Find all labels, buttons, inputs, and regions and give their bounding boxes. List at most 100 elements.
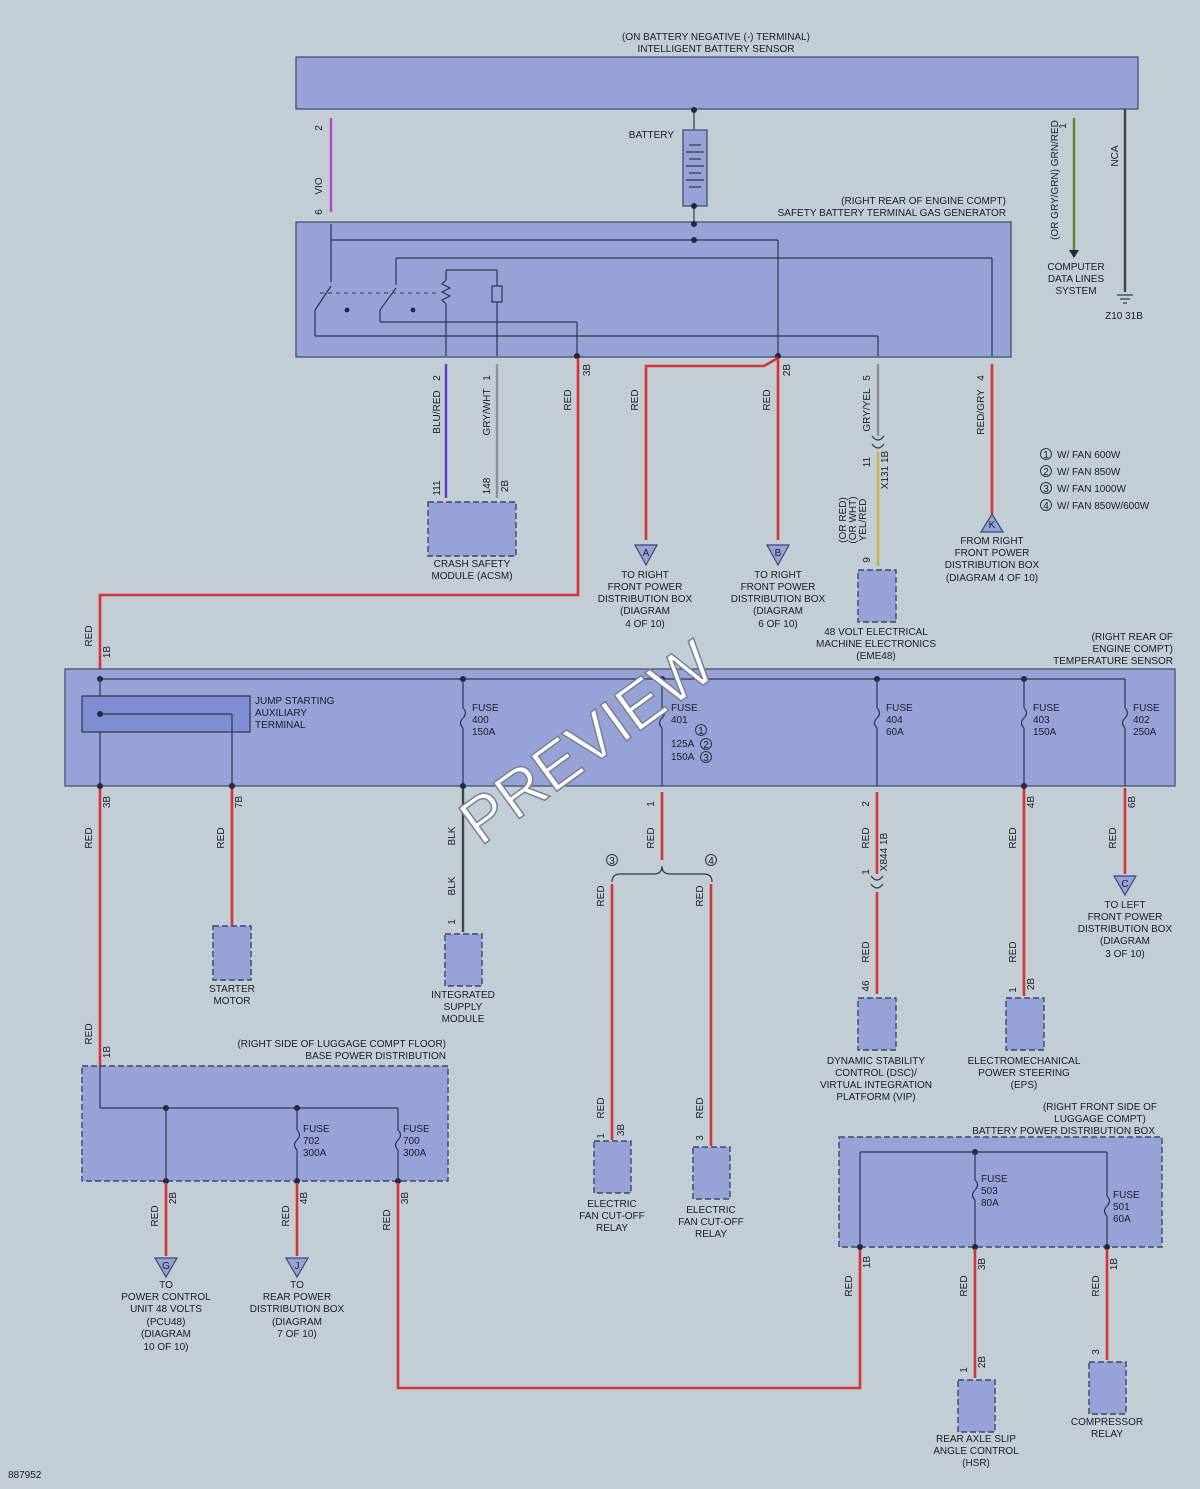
legend: 1 W/ FAN 600W 2 W/ FAN 850W 3 W/ FAN 100… bbox=[1040, 448, 1150, 512]
fuse-402-amp: 250A bbox=[1133, 727, 1157, 738]
wire-label-red-base2: RED bbox=[84, 1023, 95, 1044]
wire-label-yelred-or2: (OR RED) bbox=[838, 497, 849, 543]
conn-j-letter: J bbox=[295, 1261, 300, 1272]
ism-circuit: BLK BLK 1 INTEGRATED SUPPLY MODULE bbox=[431, 783, 495, 1025]
wire-red-conn-b: 2B RED B TO RIGHT FRONT POWER DISTRIBUTI… bbox=[731, 358, 826, 630]
conn-b-letter: B bbox=[775, 548, 782, 559]
conn-j-l4: (DIAGRAM bbox=[272, 1317, 322, 1328]
wire-vio: 2 VIO 6 bbox=[314, 118, 333, 215]
pin-fan-main: 1 bbox=[646, 801, 657, 807]
dsc-l2: CONTROL (DSC)/ bbox=[835, 1068, 917, 1079]
legend-4-text: W/ FAN 850W/600W bbox=[1057, 501, 1150, 512]
wire-red-main-feed: 3B RED RED 1B bbox=[84, 358, 593, 672]
starter-motor-circuit: 7B RED STARTER MOTOR bbox=[209, 783, 255, 1007]
pin-comp: 3 bbox=[1091, 1349, 1102, 1355]
acsm-l2: MODULE (ACSM) bbox=[431, 571, 512, 582]
bat-dist-l3: BATTERY POWER DISTRIBUTION BOX bbox=[972, 1126, 1155, 1137]
diagram-id: 887952 bbox=[8, 1470, 42, 1481]
fuse-400-amp: 150A bbox=[472, 727, 496, 738]
ism-l1: INTEGRATED bbox=[431, 990, 495, 1001]
connector-x844: X844 1B bbox=[879, 832, 890, 871]
wire-label-yelred: YEL/RED bbox=[858, 499, 869, 542]
fan-relay-2-l2: FAN CUT-OFF bbox=[678, 1217, 744, 1228]
conn-k-l1: FROM RIGHT bbox=[960, 536, 1023, 547]
fuse-700-num: 700 bbox=[403, 1136, 420, 1147]
conn-k-l3: DISTRIBUTION BOX bbox=[945, 560, 1040, 571]
fan-relay-1-l3: RELAY bbox=[596, 1223, 628, 1234]
pin-x844: 1 bbox=[861, 869, 872, 875]
fan-relay-1-l2: FAN CUT-OFF bbox=[579, 1211, 645, 1222]
wire-label-red-bd1: RED bbox=[382, 1209, 393, 1230]
pin-main-3b: 3B bbox=[102, 796, 113, 809]
fuse-503-word: FUSE bbox=[981, 1174, 1008, 1185]
wire-label-red-1: RED bbox=[563, 389, 574, 410]
hsr-l2: ANGLE CONTROL bbox=[933, 1446, 1019, 1457]
conn-j-l1: TO bbox=[290, 1280, 304, 1291]
dsc-l4: PLATFORM (VIP) bbox=[836, 1092, 915, 1103]
jump-l2: AUXILIARY bbox=[255, 708, 307, 719]
conn-g-letter: G bbox=[162, 1261, 170, 1272]
connector-x131: X131 1B bbox=[880, 450, 891, 489]
wire-label-red-starter: RED bbox=[216, 827, 227, 848]
fan-relay-circuit: 1 RED 3 4 RED RED RED RED 1 3B 3 ELECTRI… bbox=[579, 792, 744, 1240]
wire-label-red-fan1: RED bbox=[596, 885, 607, 906]
pin-red-b: 2B bbox=[782, 364, 793, 377]
legend-2-text: W/ FAN 850W bbox=[1057, 467, 1121, 478]
eme-l3: (EME48) bbox=[856, 651, 895, 662]
pin-eps-top: 4B bbox=[1026, 796, 1037, 809]
fuse-401-sub1: 1 bbox=[698, 726, 704, 737]
starter-l1: STARTER bbox=[209, 984, 255, 995]
fuse-700-word: FUSE bbox=[403, 1124, 430, 1135]
dsc-l1: DYNAMIC STABILITY bbox=[827, 1056, 925, 1067]
fuse-401-word: FUSE bbox=[671, 703, 698, 714]
wire-red-base-feed: 3B RED RED 1B bbox=[84, 783, 113, 1066]
pin-vio-bottom: 6 bbox=[314, 209, 325, 215]
bat-dist-l2: LUGGAGE COMPT) bbox=[1054, 1114, 1146, 1125]
fuse-402-word: FUSE bbox=[1133, 703, 1160, 714]
fuse-700-amp: 300A bbox=[403, 1148, 427, 1159]
conn-k-l4: (DIAGRAM 4 OF 10) bbox=[946, 573, 1038, 584]
conn-b-l3: DISTRIBUTION BOX bbox=[731, 594, 826, 605]
temp-sensor-l1: (RIGHT REAR OF bbox=[1092, 632, 1173, 643]
pin-fan2: 3 bbox=[695, 1135, 706, 1141]
fuse-401-sub3: 3 bbox=[703, 753, 709, 764]
hsr-l3: (HSR) bbox=[962, 1458, 990, 1469]
wire-label-red-fan1b: RED bbox=[596, 1097, 607, 1118]
conn-a-l5: 4 OF 10) bbox=[625, 619, 664, 630]
wire-red-battery-dist: 3B RED RED 1B bbox=[382, 1183, 873, 1390]
ism-l2: SUPPLY bbox=[444, 1002, 483, 1013]
fan-relay-2-l3: RELAY bbox=[695, 1229, 727, 1240]
pin-base-3b: 3B bbox=[400, 1192, 411, 1205]
eme-l2: MACHINE ELECTRONICS bbox=[816, 639, 936, 650]
fuse-501-amp: 60A bbox=[1113, 1214, 1131, 1225]
intelligent-battery-sensor: (ON BATTERY NEGATIVE (-) TERMINAL) INTEL… bbox=[295, 32, 1139, 110]
pin-base-1b: 1B bbox=[102, 1046, 113, 1059]
fan-sel-4: 4 bbox=[708, 856, 714, 867]
pin-acsm-c: 2B bbox=[500, 480, 511, 493]
conn-b-l1: TO RIGHT bbox=[754, 570, 802, 581]
gas-gen-location: (RIGHT REAR OF ENGINE COMPT) bbox=[841, 196, 1006, 207]
cdls-l2: DATA LINES bbox=[1048, 274, 1105, 285]
wire-label-red-dsc2: RED bbox=[861, 941, 872, 962]
cdls-l1: COMPUTER bbox=[1047, 262, 1104, 273]
conn-j-l2: REAR POWER bbox=[263, 1292, 331, 1303]
conn-g-l3: UNIT 48 VOLTS bbox=[130, 1304, 202, 1315]
fuse-401-amp2: 150A bbox=[671, 752, 695, 763]
wire-label-red-fan2: RED bbox=[695, 885, 706, 906]
wire-label-redgry: RED/GRY bbox=[976, 389, 987, 435]
base-dist-l1: (RIGHT SIDE OF LUGGAGE COMPT FLOOR) bbox=[237, 1039, 446, 1050]
temp-sensor-l2: ENGINE COMPT) bbox=[1092, 644, 1173, 655]
conn-k-letter: K bbox=[989, 520, 996, 531]
dsc-l3: VIRTUAL INTEGRATION bbox=[820, 1080, 932, 1091]
pin-eps-2: 2B bbox=[1026, 978, 1037, 991]
conn-j-l3: DISTRIBUTION BOX bbox=[250, 1304, 345, 1315]
conn-g-l5: (DIAGRAM bbox=[141, 1329, 191, 1340]
compressor-l2: RELAY bbox=[1091, 1429, 1123, 1440]
wire-red-conn-a: RED A TO RIGHT FRONT POWER DISTRIBUTION … bbox=[598, 356, 779, 630]
wire-label-gryyel: GRY/YEL bbox=[862, 388, 873, 432]
conn-a-letter: A bbox=[643, 548, 650, 559]
pin-starter: 7B bbox=[234, 796, 245, 809]
pin-ggr: 1 bbox=[1058, 123, 1069, 129]
pin-vio-top: 2 bbox=[314, 125, 325, 131]
conn-c-l3: DISTRIBUTION BOX bbox=[1078, 924, 1173, 935]
